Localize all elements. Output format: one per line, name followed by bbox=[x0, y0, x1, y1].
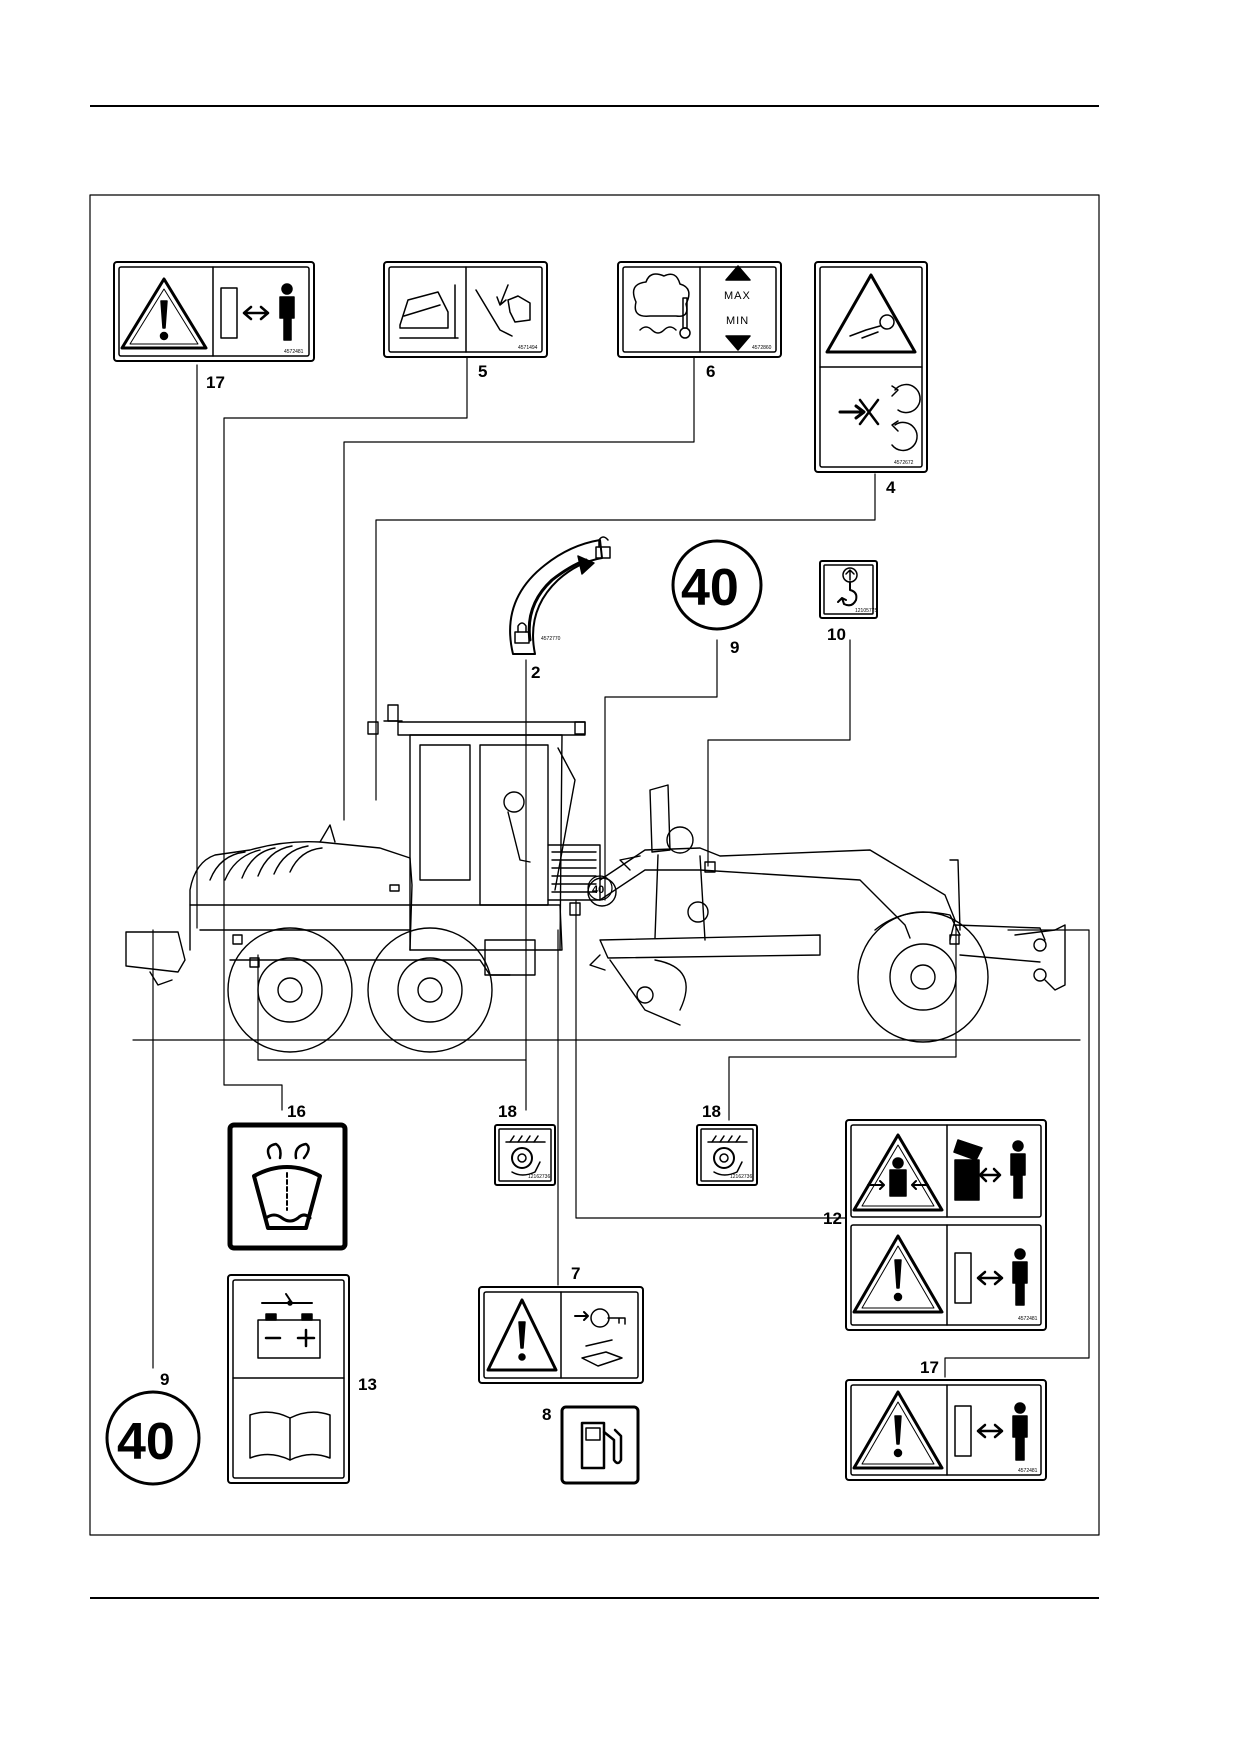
callout-10: 10 bbox=[827, 625, 846, 644]
callout-17-bottom: 17 bbox=[920, 1358, 939, 1377]
callout-13: 13 bbox=[358, 1375, 377, 1394]
callout-16: 16 bbox=[287, 1102, 306, 1121]
svg-text:12162736: 12162736 bbox=[730, 1174, 752, 1180]
callout-18-right: 18 bbox=[702, 1102, 721, 1121]
svg-text:4572481: 4572481 bbox=[284, 349, 304, 355]
decal-12-crush-hazard: 4572481 bbox=[845, 1119, 1047, 1331]
callout-12: 12 bbox=[823, 1209, 842, 1228]
callout-8: 8 bbox=[542, 1405, 551, 1424]
decal-18-tire-pressure-right: 12162736 bbox=[696, 1124, 758, 1186]
decal-18-tire-pressure-left: 12162736 bbox=[494, 1124, 556, 1186]
decal-17-keep-clear: 4572481 bbox=[113, 261, 315, 362]
decal-17-keep-clear-bottom: 4572481 bbox=[845, 1379, 1047, 1481]
decal-13-battery-manual bbox=[227, 1274, 350, 1484]
header-rule bbox=[90, 105, 1099, 107]
decal-16-washer-fluid bbox=[227, 1122, 348, 1251]
svg-text:4572481: 4572481 bbox=[1018, 1316, 1038, 1322]
decal-5-seat-adjust: 4571494 bbox=[383, 261, 548, 358]
decal-8-fuel bbox=[560, 1405, 640, 1485]
svg-text:4571494: 4571494 bbox=[518, 345, 538, 351]
footer-rule bbox=[90, 1597, 1099, 1599]
svg-text:40: 40 bbox=[117, 1413, 175, 1471]
motor-grader-drawing bbox=[125, 704, 1066, 1053]
decal-7-maintenance-warning bbox=[478, 1286, 644, 1384]
svg-text:4572860: 4572860 bbox=[752, 345, 772, 351]
callout-5: 5 bbox=[478, 362, 487, 381]
decal-10-lifting-point: 12105775 bbox=[819, 560, 878, 619]
svg-text:4572481: 4572481 bbox=[1018, 1468, 1038, 1474]
svg-text:4572672: 4572672 bbox=[894, 460, 914, 466]
callout-4: 4 bbox=[886, 478, 896, 497]
callout-18-left: 18 bbox=[498, 1102, 517, 1121]
svg-text:12105775: 12105775 bbox=[855, 608, 877, 614]
callout-6: 6 bbox=[706, 362, 715, 381]
callout-7: 7 bbox=[571, 1264, 580, 1283]
callout-9-top: 9 bbox=[730, 638, 739, 657]
machine-speed-decal-text: 40 bbox=[592, 884, 604, 896]
svg-text:40: 40 bbox=[681, 559, 739, 617]
callout-9-bottom: 9 bbox=[160, 1370, 169, 1389]
leader-lines bbox=[152, 357, 1090, 1378]
svg-text:MAX: MAX bbox=[724, 290, 751, 302]
callout-17-top: 17 bbox=[206, 373, 225, 392]
svg-text:4572770: 4572770 bbox=[541, 636, 561, 642]
decal-4-rotating-parts: 4572672 bbox=[814, 261, 928, 473]
decal-2-lock-unlock: 4572770 bbox=[509, 536, 611, 655]
decal-6-coolant-level: MAX MIN 4572860 bbox=[617, 261, 782, 358]
svg-text:MIN: MIN bbox=[726, 315, 749, 327]
figure-frame bbox=[89, 194, 1100, 1536]
decal-9-speed-limit-top: 40 bbox=[671, 539, 763, 631]
callout-2: 2 bbox=[531, 663, 540, 682]
svg-text:12162736: 12162736 bbox=[528, 1174, 550, 1180]
decal-9-speed-limit-bottom: 40 bbox=[105, 1390, 201, 1486]
